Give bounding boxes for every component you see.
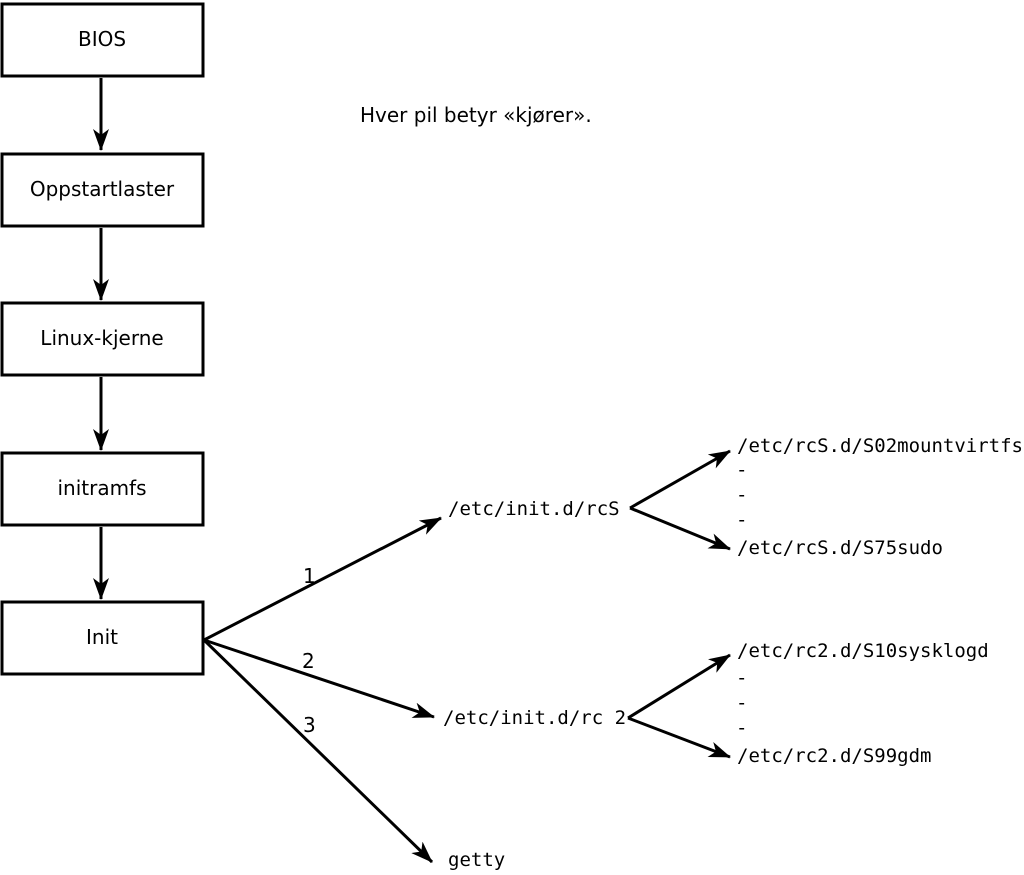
target-getty-label: getty xyxy=(448,849,505,871)
leaf-rc2-dash-3: - xyxy=(736,717,747,739)
branch-line-1 xyxy=(203,516,442,642)
note-text: Hver pil betyr «kjører». xyxy=(360,103,592,127)
box-outline xyxy=(0,301,205,377)
chain-box-init: Init xyxy=(0,600,205,676)
leaf-rc2-first: /etc/rc2.d/S10sysklogd xyxy=(737,640,989,662)
chain-box-oppstartlaster: Oppstartlaster xyxy=(0,152,205,228)
leaf-rcs-dash-2: - xyxy=(736,484,747,506)
box-label-init: Init xyxy=(86,625,118,649)
leaf-rc2-dash-2: - xyxy=(736,692,747,714)
chain-box-linux-kjerne: Linux-kjerne xyxy=(0,301,205,377)
target-rcs-label: /etc/init.d/rcS xyxy=(448,498,620,520)
leaf-rc2-dash-1: - xyxy=(736,667,747,689)
box-label-initramfs: initramfs xyxy=(57,476,146,500)
box-outline xyxy=(0,451,205,527)
box-outline xyxy=(0,152,205,228)
branch-line-3 xyxy=(202,638,434,864)
box-outline xyxy=(0,2,205,78)
leaf-rcs-dash-1: - xyxy=(736,459,747,481)
chain-box-initramfs: initramfs xyxy=(0,451,205,527)
branch-number-3: 3 xyxy=(303,713,316,737)
fan-rc2-bottom-arrow xyxy=(627,716,731,759)
box-label-linux-kjerne: Linux-kjerne xyxy=(40,326,163,350)
chain-box-bios: BIOS xyxy=(0,2,205,78)
box-label-bios: BIOS xyxy=(78,27,126,51)
target-rc2-label: /etc/init.d/rc 2 xyxy=(443,707,626,729)
leaf-rcs-first: /etc/rcS.d/S02mountvirtfs xyxy=(737,435,1023,457)
fan-rc2-top-arrow xyxy=(627,653,731,720)
leaf-rc2-last: /etc/rc2.d/S99gdm xyxy=(737,745,931,767)
fan-rcs-bottom-arrow xyxy=(629,506,731,551)
box-outline xyxy=(0,600,205,676)
branch-number-1: 1 xyxy=(303,564,316,588)
fan-rcs-top-arrow xyxy=(629,449,731,510)
leaf-rcs-dash-3: - xyxy=(736,509,747,531)
box-label-oppstartlaster: Oppstartlaster xyxy=(30,177,175,201)
leaf-rcs-last: /etc/rcS.d/S75sudo xyxy=(737,537,943,559)
branch-number-2: 2 xyxy=(302,649,315,673)
branch-line-2 xyxy=(203,638,435,719)
